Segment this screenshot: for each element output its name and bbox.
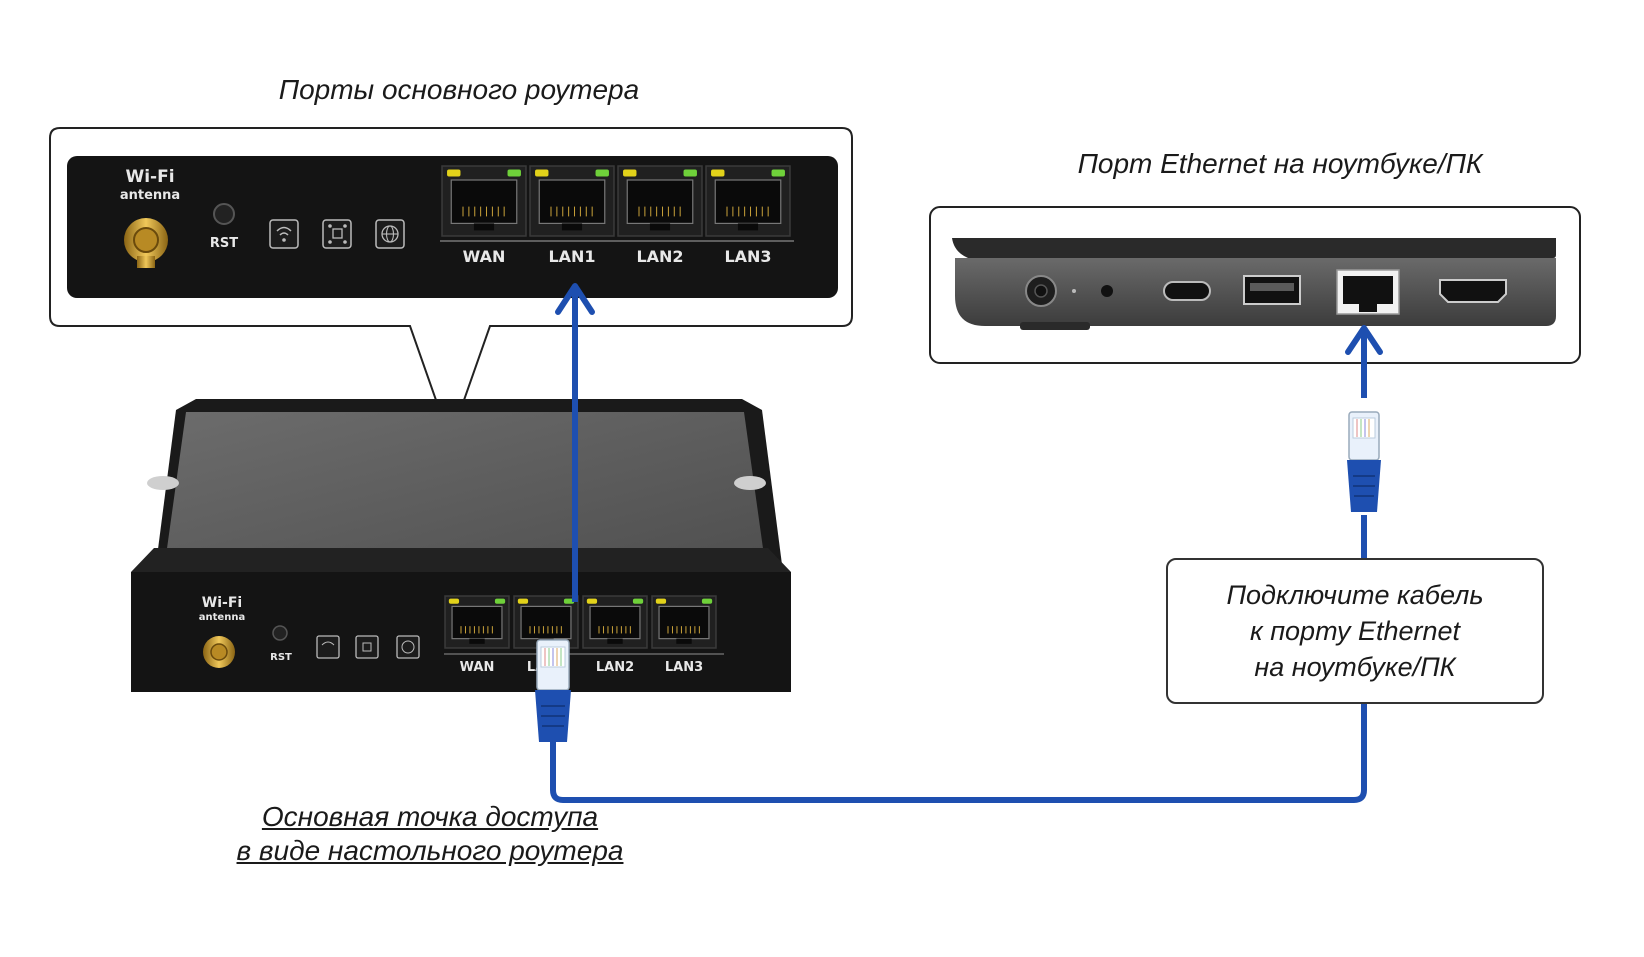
device-network-icon	[355, 635, 379, 659]
panel-port-lan3: LAN3	[705, 165, 791, 266]
device-port-label: LAN3	[665, 660, 703, 675]
wifi-antenna-label: Wi-Fi	[125, 167, 174, 187]
device-port-wan: WAN	[444, 595, 510, 675]
device-wifi-icon	[316, 635, 340, 659]
router-ports-caption: Порты основного роутера	[278, 74, 640, 105]
device-reset-button	[272, 625, 288, 641]
rj45-plug-icon	[535, 639, 571, 742]
panel-port-label: WAN	[463, 247, 506, 266]
device-antenna-label: antenna	[199, 612, 245, 623]
led-green	[507, 169, 521, 177]
led-yellow	[448, 598, 460, 604]
led-yellow	[535, 169, 549, 177]
laptop-port-caption: Порт Ethernet на ноутбуке/ПК	[1077, 148, 1483, 179]
laptop-icon	[952, 238, 1556, 330]
wifi-icon	[269, 219, 299, 249]
device-antenna-connector	[203, 636, 235, 668]
led-yellow	[586, 598, 598, 604]
led-green	[494, 598, 506, 604]
main-caption-line-1: Основная точка доступа	[261, 801, 599, 832]
panel-port-label: LAN3	[724, 247, 771, 266]
led-yellow	[447, 169, 461, 177]
device-globe-icon	[396, 635, 420, 659]
panel-port-lan1: LAN1	[529, 165, 615, 266]
rst-label: RST	[210, 236, 238, 251]
panel-port-lan2: LAN2	[617, 165, 703, 266]
led-green	[632, 598, 644, 604]
ethernet-cable	[550, 515, 1367, 803]
device-wifi-label: Wi-Fi	[202, 595, 242, 611]
device-rst-label: RST	[270, 652, 292, 663]
antenna-connector	[124, 218, 168, 268]
panel-port-label: LAN1	[548, 247, 595, 266]
panel-port-wan: WAN	[441, 165, 527, 266]
arrow-up-icon	[1345, 325, 1383, 398]
led-yellow	[655, 598, 667, 604]
callout-line-2: к порту Ethernet	[1249, 616, 1461, 646]
panel-port-label: LAN2	[636, 247, 683, 266]
main-caption-line-2: в виде настольного роутера	[236, 835, 624, 866]
antenna-label: antenna	[120, 188, 180, 203]
main-access-point-caption: Основная точка доступа в виде настольног…	[150, 800, 710, 868]
device-port-lan3: LAN3	[651, 595, 717, 675]
laptop-ethernet-port	[1336, 269, 1400, 315]
led-green	[771, 169, 785, 177]
device-port-lan2: LAN2	[582, 595, 648, 675]
device-port-label: LAN2	[596, 660, 634, 675]
connect-cable-callout: Подключите кабель к порту Ethernet на но…	[1166, 558, 1544, 704]
arrow-up-icon	[555, 283, 595, 602]
laptop-port-callout	[929, 206, 1581, 364]
led-green	[595, 169, 609, 177]
globe-icon	[375, 219, 405, 249]
callout-line-1: Подключите кабель	[1226, 580, 1484, 610]
callout-line-3: на ноутбуке/ПК	[1254, 652, 1456, 682]
led-yellow	[711, 169, 725, 177]
rj45-plug-icon	[1347, 411, 1381, 512]
network-icon	[322, 219, 352, 249]
device-port-label: WAN	[460, 660, 495, 675]
led-yellow	[623, 169, 637, 177]
reset-button	[213, 203, 235, 225]
led-green	[563, 598, 575, 604]
led-green	[683, 169, 697, 177]
led-green	[701, 598, 713, 604]
led-yellow	[517, 598, 529, 604]
